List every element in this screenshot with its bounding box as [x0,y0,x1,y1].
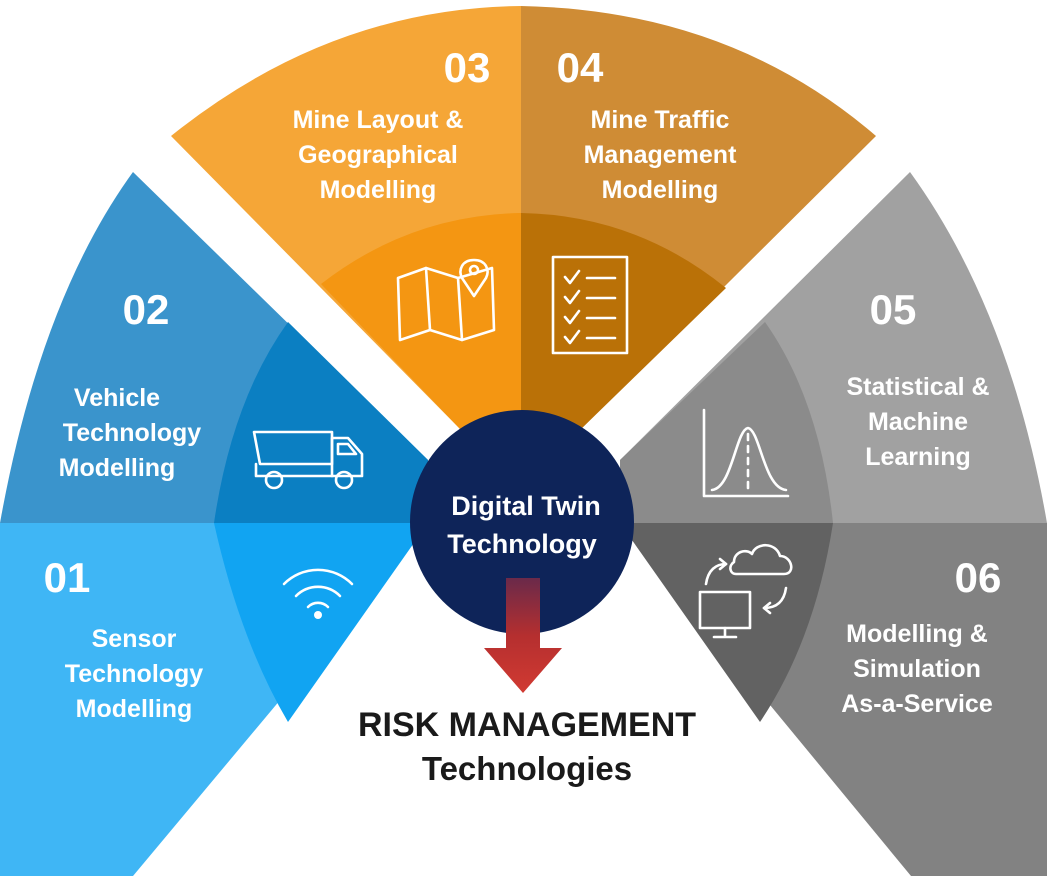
segment-01: 01 Sensor Technology Modelling [0,523,428,876]
segment-05-label-line1: Statistical & [846,373,989,401]
segment-01-inner [214,523,428,722]
checklist-icon [551,255,629,355]
segment-02-label-line3: Modelling [59,454,176,482]
segment-04-label-line1: Mine Traffic [591,106,730,134]
segment-01-number: 01 [44,554,91,601]
segment-06-number: 06 [955,554,1002,601]
segment-02-label-line2: Technology [63,419,202,447]
cloud-monitor-sync-icon [698,543,793,639]
outcome-title: RISK MANAGEMENT [358,706,696,744]
hub-title-line1: Digital Twin [451,491,601,521]
segment-02-label-line1: Vehicle [74,384,160,412]
segment-03-label-line2: Geographical [298,141,458,169]
segment-06-label-line3: As-a-Service [841,690,993,718]
segment-04-inner [521,213,726,430]
hub-title-line2: Technology [447,529,597,559]
bell-curve-icon [702,408,790,498]
segment-03-label-line3: Modelling [320,176,437,204]
segment-02: 02 Vehicle Technology Modelling [0,172,428,523]
wifi-icon [282,568,354,619]
segment-06: 06 Modelling & Simulation As-a-Service [620,523,1047,876]
segment-01-label-line1: Sensor [92,625,177,653]
segment-04-label-line3: Modelling [602,176,719,204]
segment-05-label-line3: Learning [865,443,971,471]
segment-05-label-line2: Machine [868,408,968,436]
outcome-subtitle: Technologies [422,750,632,787]
segment-03-label-line1: Mine Layout & [293,106,464,134]
hub-circle [410,410,634,634]
segment-04-number: 04 [557,44,604,91]
segment-03-number: 03 [444,44,491,91]
segment-04-label-line2: Management [584,141,737,169]
dump-truck-icon [252,430,364,490]
segment-05: 05 Statistical & Machine Learning [620,172,1047,523]
segment-06-label-line1: Modelling & [846,620,988,648]
down-arrow-icon [484,578,562,693]
segment-02-number: 02 [123,286,170,333]
segment-05-number: 05 [870,286,917,333]
segment-04: 04 Mine Traffic Management Modelling [521,6,876,430]
segment-05-inner [620,322,833,523]
segment-02-inner [214,322,428,523]
segment-01-label-line2: Technology [65,660,204,688]
segment-01-label-line3: Modelling [76,695,193,723]
map-pin-icon [396,258,496,342]
segment-03: 03 Mine Layout & Geographical Modelling [171,6,521,430]
segment-06-label-line2: Simulation [853,655,981,683]
